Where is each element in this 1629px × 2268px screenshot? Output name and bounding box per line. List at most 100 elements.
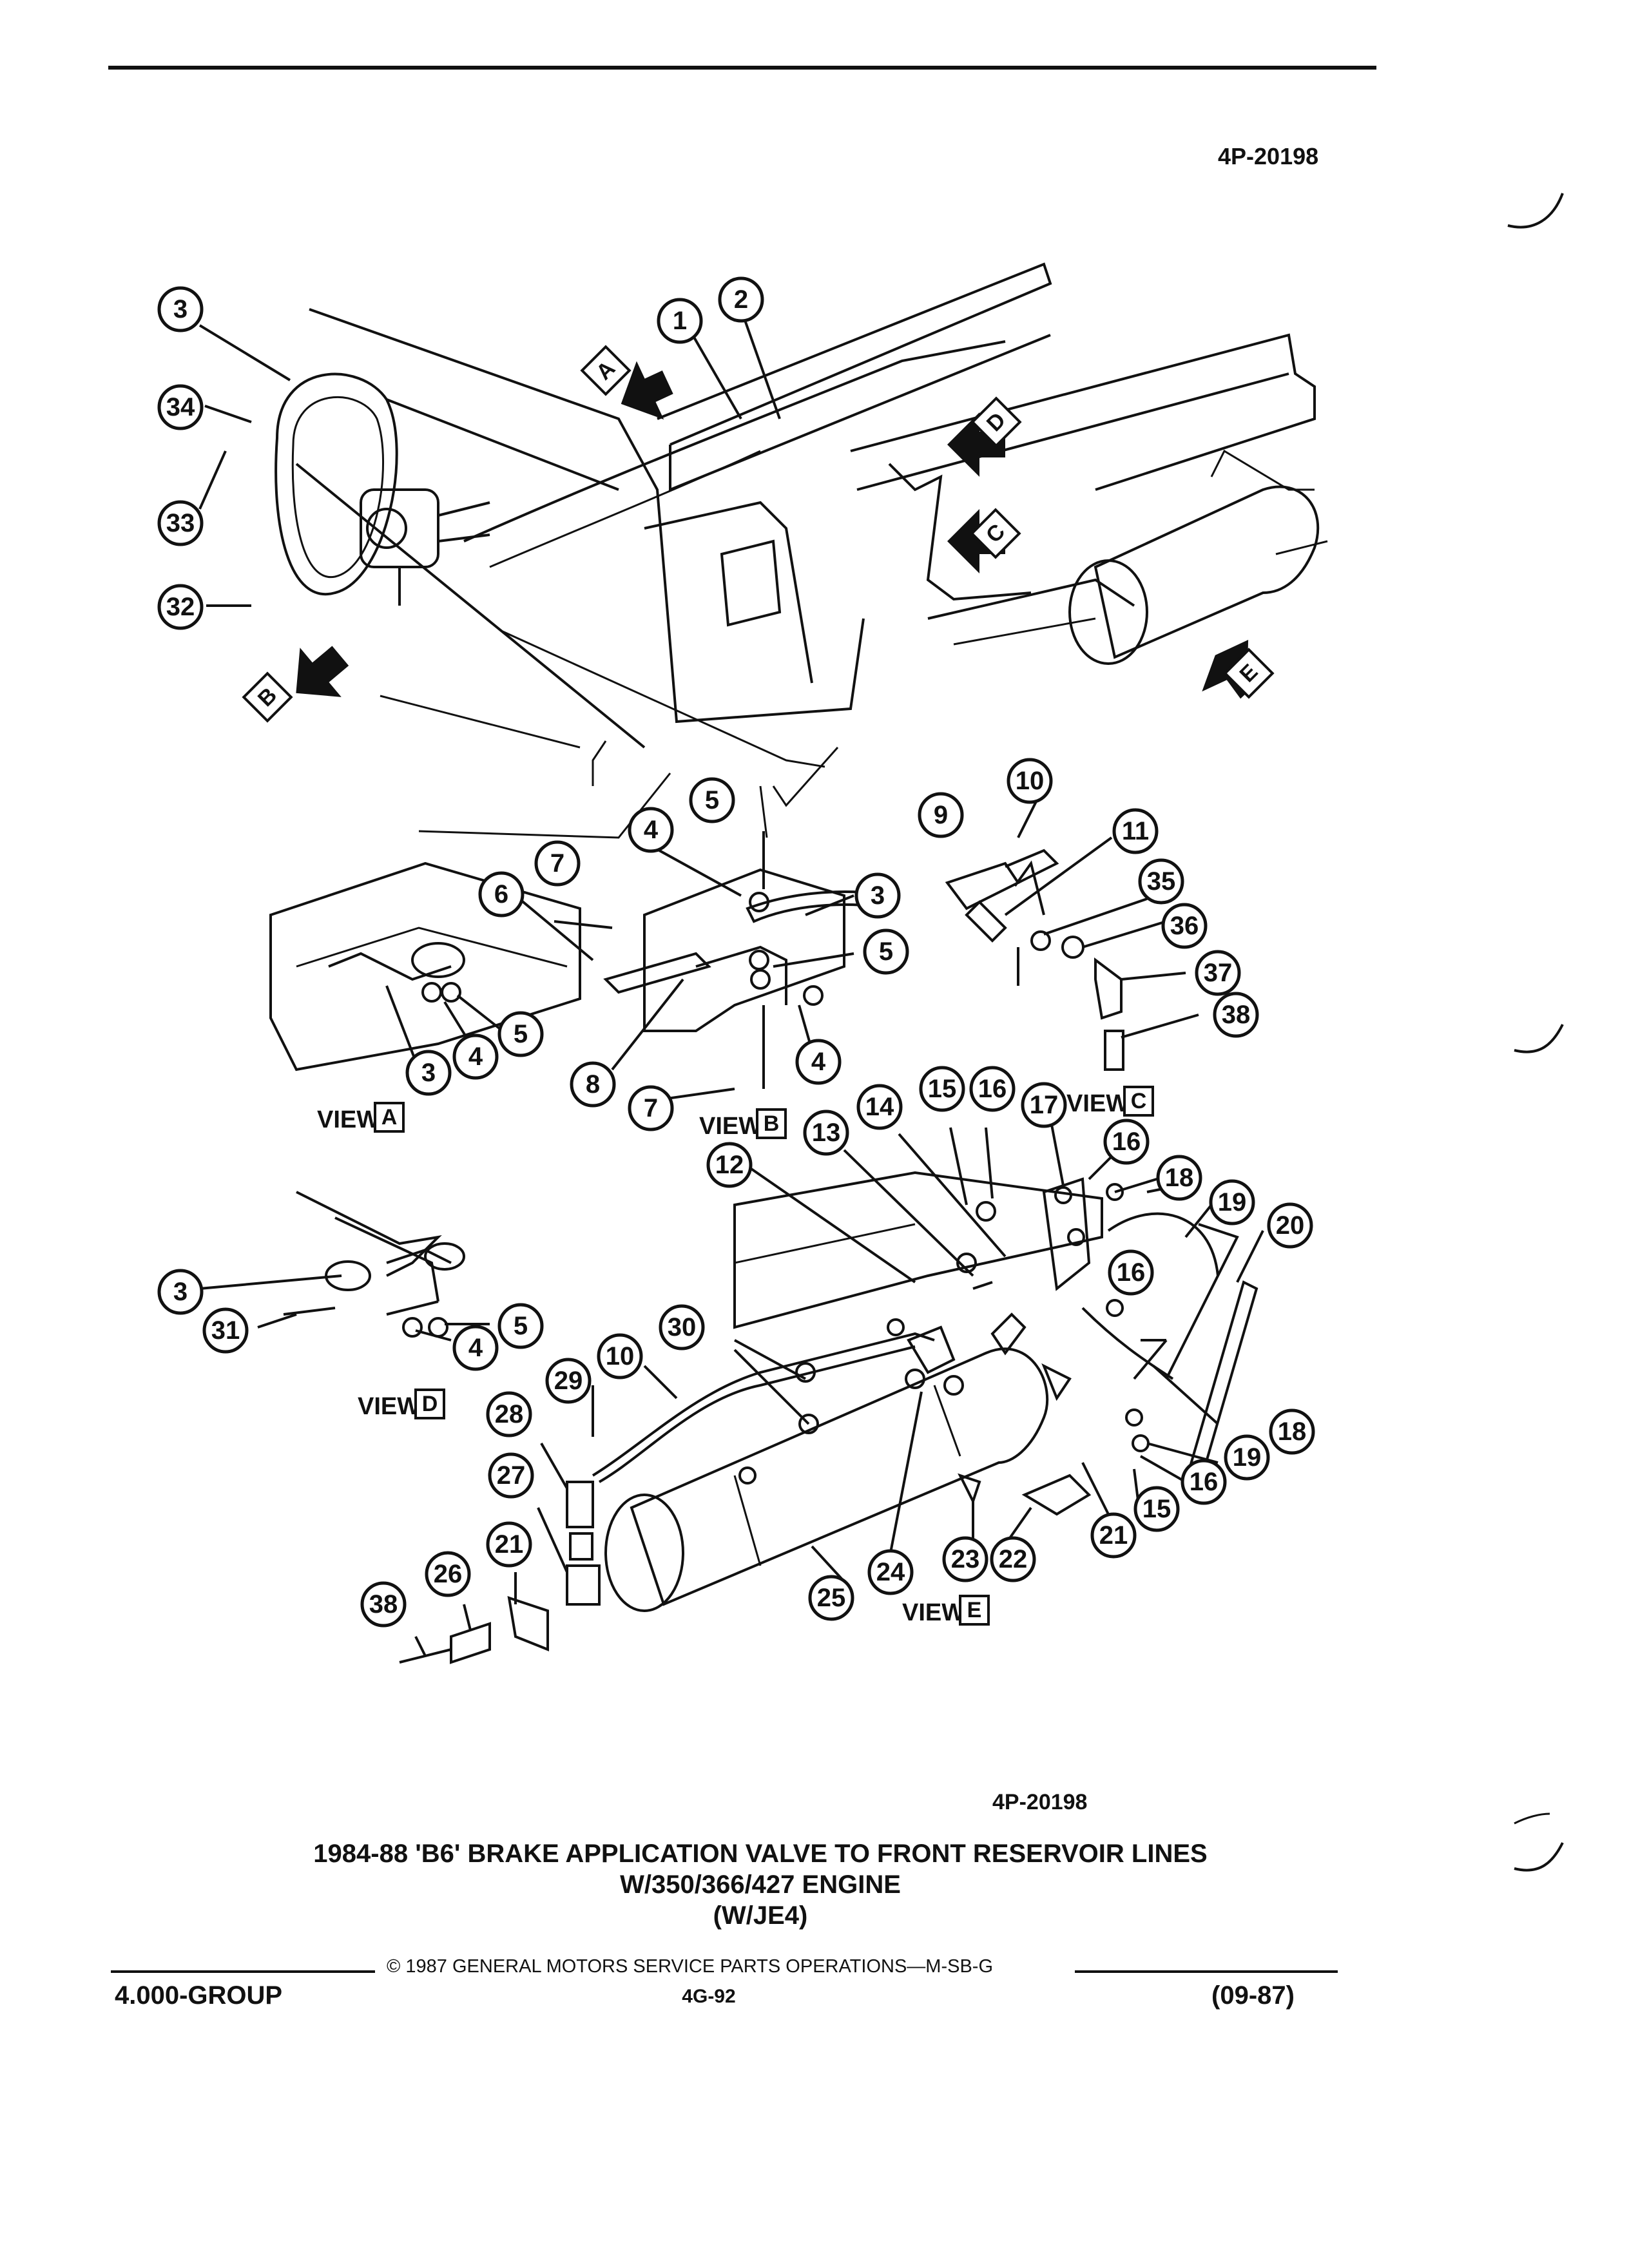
svg-text:24: 24 — [876, 1558, 905, 1586]
callout-a-5: 5 — [497, 1011, 544, 1057]
svg-text:D: D — [422, 1392, 438, 1416]
svg-text:13: 13 — [812, 1119, 841, 1147]
svg-text:16: 16 — [1117, 1258, 1146, 1287]
callout-main-1: 1 — [657, 298, 703, 344]
view-b-label: VIEW B — [699, 1108, 787, 1140]
svg-text:C: C — [1131, 1089, 1147, 1113]
callout-e-16c: 16 — [1108, 1249, 1154, 1296]
callout-b-6: 6 — [478, 871, 525, 918]
svg-text:19: 19 — [1218, 1188, 1247, 1216]
callout-e-22: 22 — [990, 1536, 1036, 1582]
svg-text:29: 29 — [554, 1367, 583, 1395]
svg-text:16: 16 — [978, 1075, 1007, 1103]
svg-text:4: 4 — [468, 1334, 483, 1362]
svg-text:15: 15 — [1142, 1495, 1171, 1523]
svg-text:26: 26 — [434, 1560, 463, 1588]
callout-e-14: 14 — [856, 1084, 903, 1130]
svg-text:11: 11 — [1122, 817, 1149, 845]
view-e-label: VIEW E — [902, 1595, 990, 1626]
callout-e-13: 13 — [803, 1110, 849, 1156]
footer-date: (09-87) — [1211, 1981, 1295, 2010]
view-c-label: VIEW C — [1066, 1086, 1154, 1117]
callout-c-10: 10 — [1007, 758, 1053, 804]
callout-e-28: 28 — [486, 1391, 532, 1437]
callout-b-5a: 5 — [689, 777, 735, 823]
callout-e-27: 27 — [488, 1452, 534, 1499]
callout-d-5: 5 — [497, 1303, 544, 1349]
view-c-callouts: 9 10 11 35 36 37 38 — [918, 758, 1259, 1038]
svg-text:38: 38 — [1222, 1001, 1251, 1029]
callout-e-23: 23 — [942, 1536, 988, 1582]
svg-text:19: 19 — [1233, 1443, 1262, 1472]
figure-title-line3: (W/JE4) — [713, 1901, 808, 1930]
binding-marks — [1507, 193, 1564, 1872]
svg-text:38: 38 — [369, 1590, 398, 1619]
svg-text:27: 27 — [497, 1461, 526, 1490]
svg-text:36: 36 — [1170, 912, 1199, 940]
callout-c-9: 9 — [918, 792, 964, 838]
footer-page-number: 4G-92 — [682, 1986, 736, 2007]
callout-e-29: 29 — [545, 1358, 592, 1404]
callout-main-32: 32 — [157, 584, 204, 630]
svg-text:30: 30 — [668, 1313, 697, 1341]
svg-text:7: 7 — [550, 849, 564, 878]
svg-text:3: 3 — [871, 881, 885, 910]
callout-c-35: 35 — [1138, 858, 1184, 905]
view-d-callouts: 3 31 4 5 — [157, 1269, 544, 1371]
svg-text:4: 4 — [644, 816, 659, 844]
callout-e-18b: 18 — [1269, 1408, 1315, 1455]
svg-text:18: 18 — [1165, 1164, 1194, 1192]
callout-c-11: 11 — [1112, 808, 1159, 854]
callout-e-12: 12 — [706, 1142, 753, 1188]
svg-text:7: 7 — [644, 1094, 658, 1122]
callout-e-15a: 15 — [919, 1066, 965, 1112]
svg-text:3: 3 — [173, 295, 188, 323]
view-a-label: VIEW A — [317, 1102, 405, 1133]
callout-b-3: 3 — [854, 872, 901, 919]
svg-text:6: 6 — [494, 880, 508, 908]
callout-e-19a: 19 — [1209, 1179, 1255, 1225]
svg-text:8: 8 — [586, 1070, 600, 1099]
callout-main-3: 3 — [157, 286, 204, 332]
callout-e-15b: 15 — [1133, 1486, 1180, 1532]
callout-d-3: 3 — [157, 1269, 204, 1315]
callout-e-18a: 18 — [1156, 1155, 1202, 1201]
callout-d-31: 31 — [202, 1307, 249, 1354]
svg-text:37: 37 — [1204, 959, 1233, 987]
callout-main-34: 34 — [157, 384, 204, 430]
svg-text:28: 28 — [495, 1400, 524, 1428]
callout-c-37: 37 — [1195, 950, 1241, 996]
callout-c-36: 36 — [1161, 903, 1208, 949]
svg-text:B: B — [764, 1111, 780, 1136]
callout-e-21b: 21 — [1090, 1512, 1137, 1559]
footer-copyright: © 1987 GENERAL MOTORS SERVICE PARTS OPER… — [387, 1956, 993, 1977]
callout-e-20: 20 — [1267, 1202, 1313, 1249]
callout-main-33: 33 — [157, 500, 204, 546]
view-d-label: VIEW D — [358, 1389, 445, 1420]
callout-e-26: 26 — [425, 1551, 471, 1597]
callout-a-4: 4 — [452, 1033, 499, 1080]
svg-text:10: 10 — [606, 1342, 635, 1370]
svg-text:5: 5 — [879, 937, 893, 966]
svg-text:9: 9 — [934, 801, 948, 829]
figure-id-top: 4P-20198 — [1218, 143, 1319, 169]
callout-e-30: 30 — [659, 1304, 705, 1350]
svg-text:1: 1 — [673, 307, 687, 335]
view-c-drawing — [945, 798, 1199, 1071]
callout-b-7b: 7 — [628, 1085, 674, 1131]
svg-text:18: 18 — [1278, 1418, 1307, 1446]
footer-rule-left — [111, 1970, 375, 1973]
view-b-drawing — [514, 831, 891, 1103]
svg-text:3: 3 — [173, 1278, 188, 1306]
callout-b-4: 4 — [628, 807, 674, 853]
top-rule — [108, 66, 1376, 70]
svg-text:34: 34 — [166, 393, 195, 421]
svg-text:VIEW: VIEW — [317, 1106, 380, 1133]
svg-text:33: 33 — [166, 509, 195, 537]
svg-text:22: 22 — [999, 1545, 1028, 1573]
view-d-drawing — [199, 1191, 490, 1341]
callout-a-3: 3 — [405, 1050, 452, 1096]
svg-text:17: 17 — [1030, 1091, 1059, 1119]
svg-text:E: E — [967, 1598, 982, 1622]
